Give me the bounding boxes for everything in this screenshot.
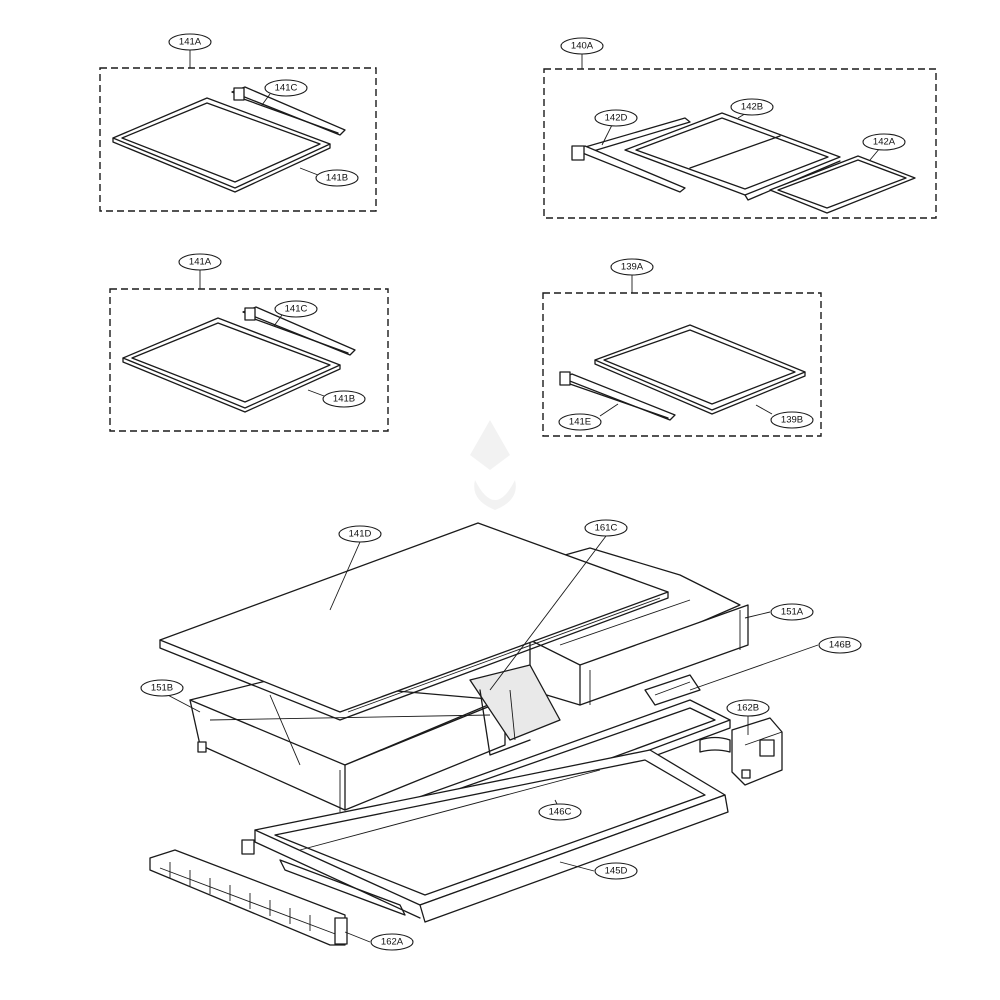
- rail-162a: [149, 849, 348, 946]
- callout-141a: 141A: [168, 33, 212, 51]
- crisper-drawer-assembly: 141D 161C 151A 146B 151B 162B 146C 145D: [140, 519, 862, 951]
- shelf-rail-141c: [231, 86, 346, 136]
- shelf-glass-141b: [112, 97, 331, 193]
- callout-162a: 162A: [370, 933, 414, 951]
- callout-142d: 142D: [594, 109, 638, 127]
- cover-162b: [699, 717, 783, 786]
- shelf-frame-142b: [624, 112, 841, 201]
- callout-141b: 141B: [315, 169, 359, 187]
- callout-141c: 141C: [274, 300, 318, 318]
- callout-141b: 141B: [322, 390, 366, 408]
- callout-label: 139B: [781, 415, 803, 426]
- callout-146b: 146B: [818, 636, 862, 654]
- callout-151a: 151A: [770, 603, 814, 621]
- callout-label: 141B: [326, 173, 348, 184]
- callout-label: 161C: [595, 523, 618, 534]
- group-141a-mid: 141A 141C 141B: [109, 253, 389, 432]
- shelf-rail-142d: [571, 117, 691, 193]
- group-140a: 140A 142D 142B 142A: [543, 37, 937, 219]
- callout-141d: 141D: [338, 525, 382, 543]
- tray-145d: [241, 749, 729, 923]
- callout-161c: 161C: [584, 519, 628, 537]
- callout-label: 141C: [275, 83, 298, 94]
- watermark: [470, 420, 516, 510]
- callout-label: 141D: [349, 529, 372, 540]
- shelf-glass-142a: [769, 155, 916, 214]
- callout-label: 162A: [381, 937, 404, 948]
- callout-label: 142A: [873, 137, 896, 148]
- callout-label: 140A: [571, 41, 594, 52]
- callout-140a: 140A: [560, 37, 604, 55]
- callout-139a: 139A: [610, 258, 654, 276]
- callout-141c: 141C: [264, 79, 308, 97]
- callout-label: 141C: [285, 304, 308, 315]
- callout-label: 145D: [605, 866, 628, 877]
- callout-141a: 141A: [178, 253, 222, 271]
- callout-145d: 145D: [594, 862, 638, 880]
- group-139a: 139A 141E 139B: [542, 258, 822, 437]
- callout-label: 142B: [741, 102, 763, 113]
- shelf-rail-141c: [242, 306, 356, 356]
- callout-label: 142D: [605, 113, 628, 124]
- bracket-146b: [644, 674, 701, 706]
- callout-label: 151A: [781, 607, 804, 618]
- shelf-glass-139b: [594, 324, 806, 415]
- callout-142a: 142A: [862, 133, 906, 151]
- group-141a-top: 141A 141C 141B: [99, 33, 377, 212]
- callout-label: 151B: [151, 683, 173, 694]
- callout-label: 146C: [549, 807, 572, 818]
- callout-label: 141A: [179, 37, 202, 48]
- shelf-rail-141e: [559, 371, 676, 421]
- callout-142b: 142B: [730, 98, 774, 116]
- callout-label: 141A: [189, 257, 212, 268]
- shelf-glass-141b: [122, 317, 341, 413]
- callout-label: 141B: [333, 394, 355, 405]
- callout-label: 146B: [829, 640, 851, 651]
- callout-label: 139A: [621, 262, 644, 273]
- callout-162b: 162B: [726, 699, 770, 717]
- callout-141e: 141E: [558, 413, 602, 431]
- callout-146c: 146C: [538, 803, 582, 821]
- callout-label: 162B: [737, 703, 759, 714]
- center-divider: [469, 664, 561, 756]
- callout-139b: 139B: [770, 411, 814, 429]
- crisper-drawer-151b: [189, 679, 506, 812]
- cover-glass-141d: [159, 522, 669, 721]
- callout-151b: 151B: [140, 679, 184, 697]
- callout-label: 141E: [569, 417, 591, 428]
